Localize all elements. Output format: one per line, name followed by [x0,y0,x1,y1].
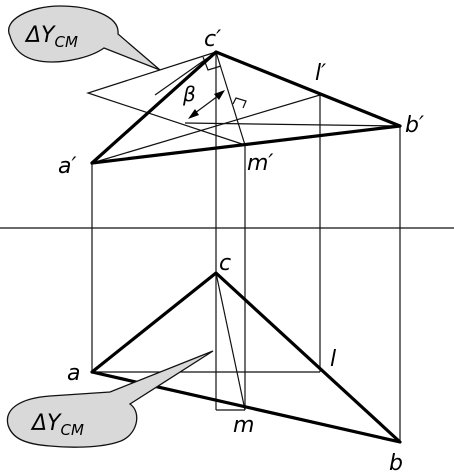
bottom-callout-sub-text: CM [61,421,84,439]
label-c: c [219,251,231,276]
label-m-prime: m′ [247,151,273,176]
label-l: l [330,347,336,372]
beta-arrow-head-bottom [188,109,199,119]
auxiliary-horizontal-line [184,122,401,127]
label-beta: β [182,82,196,106]
top-delta-y-callout: ΔYCM [7,5,161,71]
label-l-prime: l′ [315,61,326,86]
line-c-m [215,272,246,411]
line-c-prime-m-prime [215,51,246,146]
label-c-prime: c′ [204,27,221,52]
triangle-horizontal-projection [90,271,402,444]
svg-text:ΔYCM: ΔYCM [30,411,84,439]
bottom-delta-y-callout: ΔYCM [6,350,214,448]
bottom-callout-delta-text: ΔY [30,411,62,436]
line-a-prime-l-prime [91,94,321,164]
label-a-prime: a′ [58,154,76,179]
auxiliary-plane-trace [86,51,246,146]
svg-text:ΔYCM: ΔYCM [24,23,78,51]
beta-arrow-head-top [214,90,225,100]
label-b-prime: b′ [405,113,424,138]
right-angle-mark-middle [232,97,247,109]
label-a: a [67,361,80,386]
top-callout-sub-text: CM [55,33,78,51]
label-m: m [233,413,254,438]
triangle-frontal-projection [90,50,402,165]
top-callout-delta-text: ΔY [24,23,56,48]
label-b: b [389,451,403,474]
